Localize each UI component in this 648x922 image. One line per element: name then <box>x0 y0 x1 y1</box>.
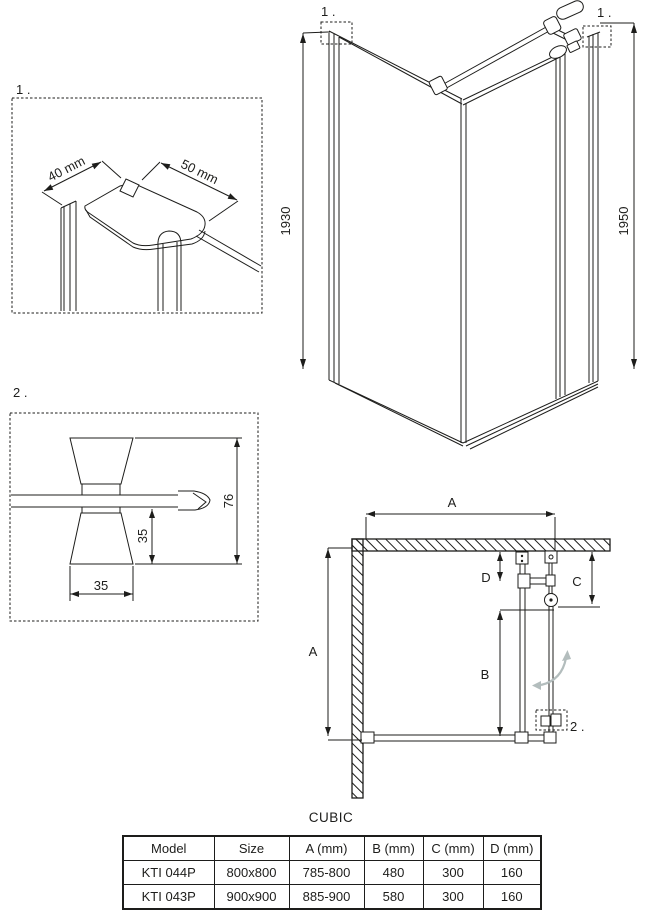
isometric-view: 1930 1950 1 . 1 . <box>278 0 637 450</box>
wall-bracket-fitting <box>544 550 558 564</box>
detail-1-label: 1 . <box>16 82 30 97</box>
detail-2-box <box>9 412 259 622</box>
handle-knob-inner <box>540 715 551 727</box>
col-header-size: Size <box>213 835 290 861</box>
col-header-b: B (mm) <box>363 835 424 861</box>
dim-35-vertical: 35 <box>135 509 155 564</box>
panel-bracket <box>566 40 581 53</box>
detail-door-glass <box>157 229 262 311</box>
spec-header-row: Model Size A (mm) B (mm) C (mm) D (mm) <box>122 835 542 861</box>
dim-1950: 1950 <box>600 22 637 369</box>
plan-glass-panels <box>363 551 556 742</box>
col-header-a: A (mm) <box>288 835 365 861</box>
wall-profile <box>60 200 77 311</box>
col-header-d: D (mm) <box>482 835 542 861</box>
dim-d-label: D <box>481 570 490 585</box>
cell-b: 480 <box>363 860 424 885</box>
dim-b-label: B <box>481 667 490 682</box>
iso-callout-right-label: 1 . <box>597 5 611 20</box>
handle-callout: 2 . <box>535 709 584 734</box>
cell-model: KTI 044P <box>122 860 215 885</box>
spec-row-kti-044p: KTI 044P 800x800 785-800 480 300 160 <box>122 860 542 885</box>
dim-35-vertical-label: 35 <box>135 529 150 543</box>
col-header-c: C (mm) <box>422 835 484 861</box>
door-hinge-bracket <box>549 45 567 59</box>
door-panel <box>462 50 599 450</box>
door-swing-arrow <box>532 650 571 690</box>
dim-a-left: A <box>309 547 362 741</box>
dim-35-horizontal-label: 35 <box>94 578 108 593</box>
dim-35-horizontal: 35 <box>69 566 134 601</box>
handle-callout-label: 2 . <box>570 719 584 734</box>
col-header-model: Model <box>122 835 215 861</box>
dim-height-right-label: 1950 <box>616 207 631 236</box>
dim-a-top: A <box>365 495 556 550</box>
glass-end-seal <box>178 490 211 511</box>
cell-a: 785-800 <box>288 860 365 885</box>
plan-top-wall <box>351 538 611 552</box>
wall-end-bracket <box>360 731 375 744</box>
corner-post <box>460 99 467 443</box>
fixed-side-panel <box>586 31 601 383</box>
plan-left-wall <box>351 538 364 799</box>
knob-profile <box>69 437 134 565</box>
cell-model: KTI 043P <box>122 884 215 910</box>
dim-d: D <box>481 552 503 585</box>
handle-knob-outer <box>550 713 562 727</box>
dim-a-top-label: A <box>448 495 457 510</box>
cell-c: 300 <box>422 884 484 910</box>
cell-size: 900x900 <box>213 884 290 910</box>
dim-c: C <box>558 552 600 608</box>
plan-fittings <box>360 550 558 744</box>
cell-c: 300 <box>422 860 484 885</box>
glass-edge-profile <box>11 490 211 511</box>
bar-glass-clamp <box>428 75 448 96</box>
cell-b: 580 <box>363 884 424 910</box>
plate-tab <box>119 178 140 198</box>
dim-76-label: 76 <box>221 494 236 508</box>
spec-row-kti-043p: KTI 043P 900x900 885-900 580 300 160 <box>122 884 542 910</box>
plan-view: A A D C <box>309 495 611 799</box>
iso-callout-left: 1 . <box>320 4 353 45</box>
iso-callout-left-label: 1 . <box>321 4 335 19</box>
panel-junction <box>514 731 529 744</box>
support-bar-joint <box>545 574 556 587</box>
dim-b: B <box>481 609 554 736</box>
wall-profile-fitting <box>515 551 529 565</box>
dim-c-label: C <box>572 574 581 589</box>
product-name: CUBIC <box>308 810 354 825</box>
corner-elbow <box>543 731 557 744</box>
spec-table: Model Size A (mm) B (mm) C (mm) D (mm) K… <box>122 835 542 910</box>
bar-wall-mount <box>556 0 584 20</box>
left-glass-panel <box>328 30 464 447</box>
support-bar <box>428 0 584 96</box>
dim-76: 76 <box>135 437 242 565</box>
bracket-plate <box>84 178 206 251</box>
bar-elbow-fitting <box>543 16 562 35</box>
detail-1-box <box>11 97 263 314</box>
support-bar-clamp <box>517 573 531 589</box>
dim-1930: 1930 <box>278 31 329 369</box>
cell-a: 885-900 <box>288 884 365 910</box>
iso-callout-right: 1 . <box>582 5 612 48</box>
detail-2-view: 2 . 76 35 <box>9 385 259 622</box>
detail-2-label: 2 . <box>13 385 27 400</box>
cell-d: 160 <box>482 860 542 885</box>
cell-d: 160 <box>482 884 542 910</box>
detail-1-view: 1 . <box>11 82 263 314</box>
dim-50mm-label: 50 mm <box>179 156 221 187</box>
dim-height-left-label: 1930 <box>278 207 293 236</box>
dim-a-left-label: A <box>309 644 318 659</box>
cell-size: 800x800 <box>213 860 290 885</box>
